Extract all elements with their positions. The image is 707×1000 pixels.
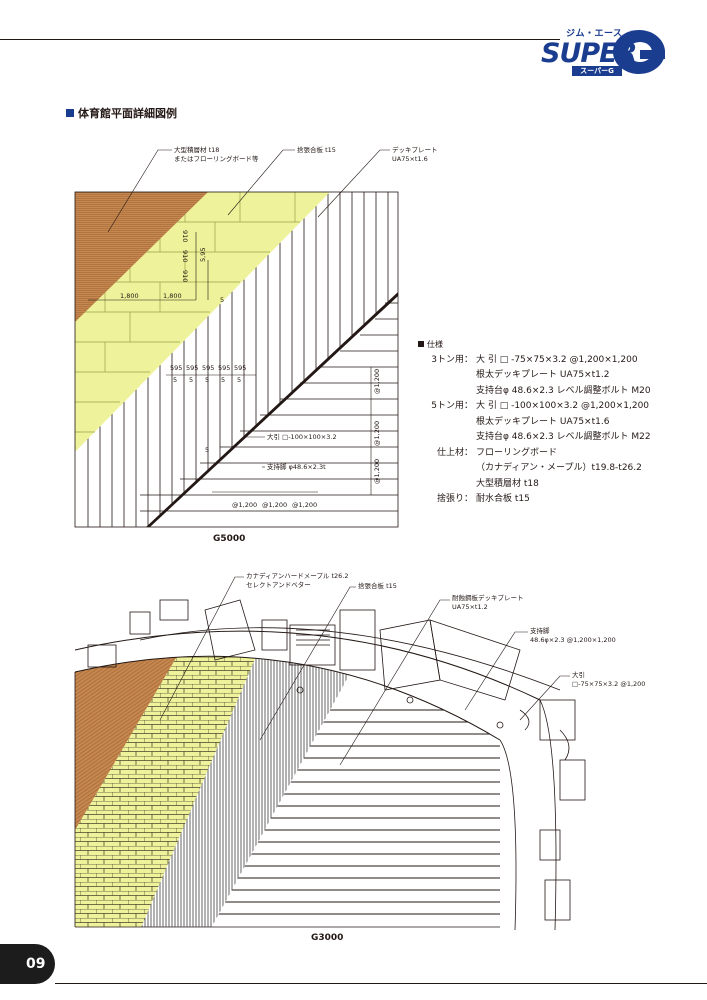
spec-row: 根太デッキプレート UA75×t1.6 — [418, 415, 651, 431]
square-bullet-icon — [418, 341, 424, 347]
dim-5-b: 5 — [205, 446, 210, 454]
logo-g-bar — [640, 50, 665, 59]
spec-val: 支持台φ 48.6×2.3 レベル調整ボルト M20 — [476, 385, 651, 396]
g5000-label-floor-text: 大型積層材 t18 またはフローリングボード等 — [174, 146, 259, 163]
g3000-label-plywood: 捨張合板 t15 — [358, 582, 397, 590]
dim-1200-v-1: @1,200 — [373, 368, 381, 394]
dim-1800-a: 1,800 — [120, 292, 139, 300]
spec-val: 支持台φ 48.6×2.3 レベル調整ボルト M22 — [476, 432, 651, 442]
spec-val: 根太デッキプレート UA75×t1.6 — [476, 416, 610, 427]
logo-wordmark: SUPER — [541, 38, 637, 69]
dim-595-4: 595 — [218, 364, 231, 372]
logo-katakana: ジム・エース — [566, 29, 623, 39]
spec-val: 大 引 □ -75×75×3.2 @1,200×1,200 — [476, 354, 638, 365]
dim-5-5: 5 — [237, 376, 242, 384]
g3000-drawing — [74, 576, 586, 931]
g3000-label-beam: 大引 □-75×75×3.2 @1,200 — [572, 671, 646, 688]
spec-key: 5トン用： — [431, 401, 473, 411]
spec-val: 大 引 □ -100×100×3.2 @1,200×1,200 — [476, 401, 650, 411]
g5000-label-support: 支持脚 φ48.6×2.3t — [267, 463, 326, 471]
dim-910-a: 910 — [181, 230, 189, 243]
dim-595-3: 595 — [202, 364, 215, 372]
dim-910-c: 910 — [181, 270, 189, 283]
spec-title: 仕様 — [418, 337, 651, 353]
dim-1200-h-1: @1,200 — [232, 501, 258, 509]
dim-595-5: 595 — [234, 364, 247, 372]
dim-1200-v-3: @1,200 — [373, 458, 381, 484]
g5000-label-beam: 大引 □-100×100×3.2 — [267, 433, 337, 441]
page-number: 09 — [26, 956, 46, 972]
dim-910-b: 910 — [181, 250, 189, 263]
g5000-label-plywood: 捨張合板 t15 — [297, 146, 336, 154]
spec-row: 3トン用：大 引 □ -75×75×3.2 @1,200×1,200 — [418, 353, 651, 369]
g5000-caption: G5000 — [213, 534, 246, 544]
spec-key — [418, 477, 476, 493]
spec-row: （カナディアン・メープル）t19.8-t26.2 — [418, 461, 651, 477]
spec-val: 耐水合板 t15 — [476, 494, 530, 504]
dim-1200-v-2: @1,200 — [373, 420, 381, 446]
dim-5-1: 5 — [173, 376, 178, 384]
spec-block: 仕様 3トン用：大 引 □ -75×75×3.2 @1,200×1,200 根太… — [418, 337, 651, 508]
g5000-label-deck: デッキプレート UA75×t1.6 — [392, 146, 438, 163]
spec-key — [418, 368, 476, 384]
dim-1200-h-3: @1,200 — [292, 501, 318, 509]
spec-key — [418, 461, 476, 477]
spec-title-text: 仕様 — [427, 340, 443, 349]
section-title-text: 体育館平面詳細図例 — [78, 107, 177, 120]
spec-val: フローリングボード — [476, 447, 558, 458]
g5000-label-floor: 大型積層材 t18 またはフローリングボード等 — [174, 146, 259, 164]
spec-key: 捨張り： — [436, 494, 473, 504]
dim-5-3: 5 — [205, 376, 210, 384]
spec-row: 支持台φ 48.6×2.3 レベル調整ボルト M20 — [418, 384, 651, 400]
spec-row: 根太デッキプレート UA75×t1.2 — [418, 368, 651, 384]
g3000-label-support: 支持脚 48.6φ×2.3 @1,200×1,200 — [530, 627, 616, 644]
spec-key — [418, 415, 476, 431]
dim-5-4: 5 — [221, 376, 226, 384]
spec-val: 根太デッキプレート UA75×t1.2 — [476, 370, 610, 380]
spec-row: 支持台φ 48.6×2.3 レベル調整ボルト M22 — [418, 430, 651, 446]
dim-1800-b: 1,800 — [163, 292, 182, 300]
dim-5-2: 5 — [189, 376, 194, 384]
header-rule — [0, 39, 560, 40]
spec-row: 捨張り：耐水合板 t15 — [418, 492, 651, 508]
g3000-caption: G3000 — [311, 933, 344, 943]
dim-595-2: 595 — [186, 364, 199, 372]
square-bullet-icon — [66, 109, 74, 117]
spec-row: 5トン用：大 引 □ -100×100×3.2 @1,200×1,200 — [418, 399, 651, 415]
spec-row: 大型積層材 t18 — [418, 477, 651, 493]
spec-key — [418, 430, 476, 446]
spec-val: 大型積層材 t18 — [476, 478, 539, 489]
footer-rule — [55, 983, 707, 984]
spec-key: 3トン用： — [431, 354, 473, 365]
spec-row: 仕上材：フローリングボード — [418, 446, 651, 462]
dim-5-a: 5 — [220, 296, 225, 304]
g3000-label-deck: 耐蝕鋼板デッキプレート UA75×t1.2 — [452, 594, 524, 611]
spec-key — [418, 384, 476, 400]
section-title: 体育館平面詳細図例 — [66, 105, 177, 121]
page-number-tab — [0, 944, 55, 984]
dim-5-95: 5,95 — [199, 247, 207, 262]
dim-595-1: 595 — [170, 364, 183, 372]
spec-val: （カナディアン・メープル）t19.8-t26.2 — [476, 463, 642, 473]
logo-subtitle: スーパーG — [572, 66, 622, 76]
g5000-drawing — [74, 149, 399, 528]
g3000-label-maple: カナディアンハードメープル t26.2 セレクトアンドベター — [246, 572, 349, 589]
dim-1200-h-2: @1,200 — [262, 501, 288, 509]
spec-key: 仕上材： — [436, 447, 473, 458]
